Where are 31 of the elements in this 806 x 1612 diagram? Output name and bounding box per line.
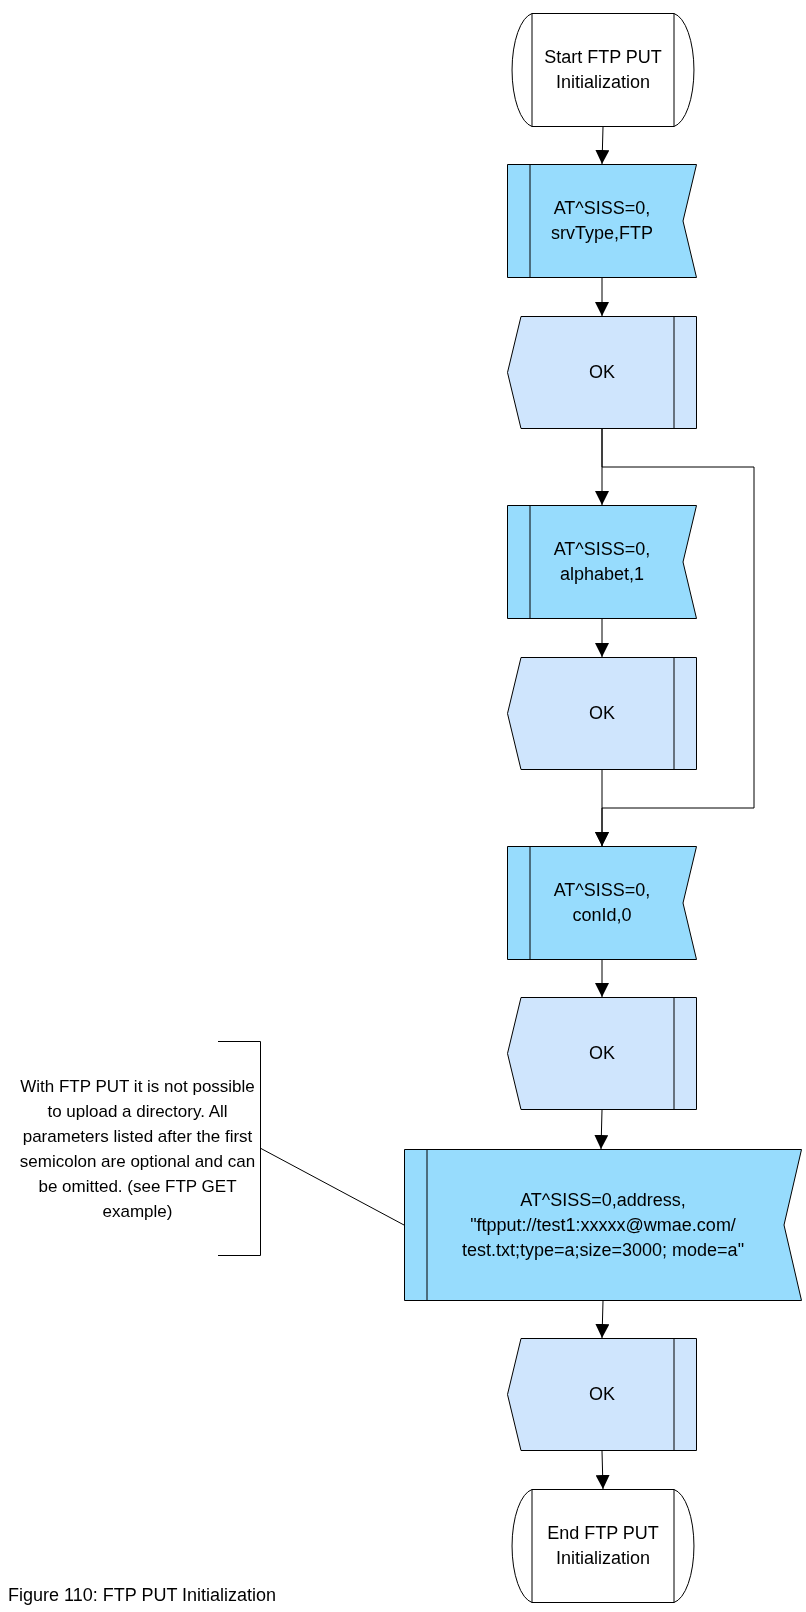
node-label: AT^SISS=0, alphabet,1 — [552, 538, 652, 586]
arrow — [595, 1450, 610, 1490]
arrow — [595, 428, 755, 847]
command-box — [404, 1149, 802, 1301]
response-box — [507, 1338, 697, 1451]
arrow — [595, 959, 609, 998]
node-label: OK — [589, 1042, 615, 1065]
arrow — [595, 618, 609, 658]
arrow — [594, 1109, 609, 1150]
arrow — [595, 1300, 610, 1339]
response-box — [507, 657, 697, 770]
node-label: OK — [589, 361, 615, 384]
figure-caption: Figure 110: FTP PUT Initialization — [8, 1584, 277, 1606]
node-label: End FTP PUT Initialization — [546, 1522, 660, 1570]
command-box — [507, 505, 697, 619]
arrow — [595, 277, 609, 317]
leader-line — [260, 1148, 405, 1226]
node-label: AT^SISS=0,address, "ftpput://test1:xxxxx@wmae.com/ test.txt;type=a;size=3000; mode=a" — [460, 1188, 746, 1262]
command-box — [507, 846, 697, 960]
node-label: AT^SISS=0, conId,0 — [552, 879, 652, 927]
response-box — [507, 997, 697, 1110]
terminator-shape — [509, 13, 697, 127]
node-label: OK — [589, 1383, 615, 1406]
response-box — [507, 316, 697, 429]
terminator-shape — [509, 1489, 697, 1603]
node-label: AT^SISS=0, srvType,FTP — [550, 197, 654, 245]
node-label: With FTP PUT it is not possible to upload a directory. All parameters listed after the first semicolon are optional and can be omitted. (see FTP GET example) — [18, 1075, 257, 1223]
node-label: Start FTP PUT Initialization — [543, 46, 663, 94]
command-box — [507, 164, 697, 278]
arrow — [595, 126, 610, 165]
node-label: OK — [589, 702, 615, 725]
